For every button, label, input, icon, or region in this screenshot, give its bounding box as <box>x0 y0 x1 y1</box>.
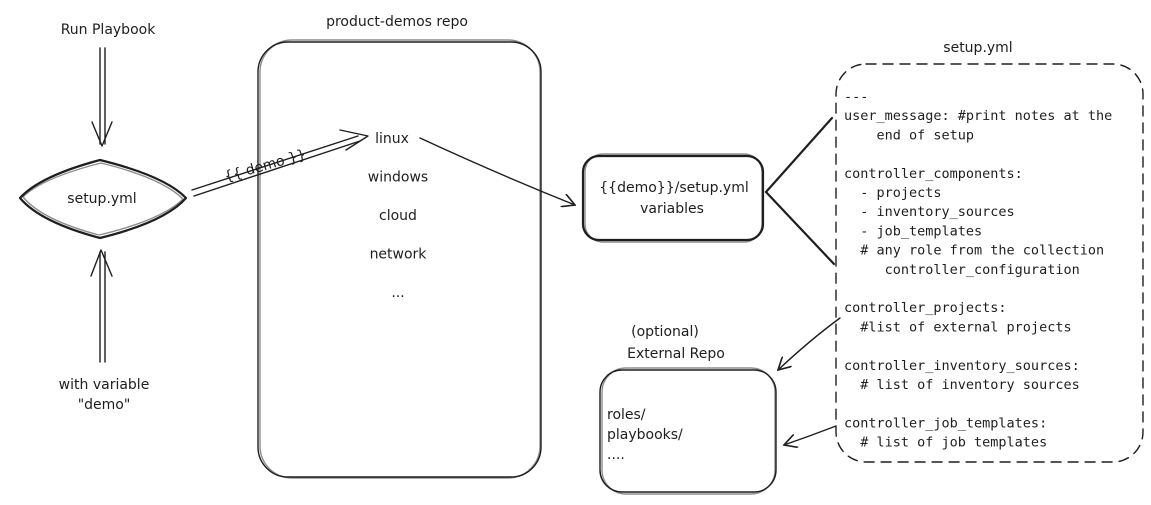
arrow-run-to-setup <box>91 47 113 147</box>
demo-variable-label: "demo" <box>78 397 131 413</box>
setup-file-line: end of setup <box>844 127 974 143</box>
repo-box <box>257 39 542 479</box>
setup-file-line: --- <box>844 89 868 105</box>
setup-file-line: controller_configuration <box>844 262 1080 278</box>
arrow-templates-to-external <box>784 425 837 445</box>
external-item-list: roles/playbooks/.... <box>607 407 683 463</box>
setup-file-line: controller_components: <box>844 166 1023 182</box>
arrow-projects-to-external <box>778 317 841 370</box>
repo-item: ... <box>391 285 404 301</box>
external-repo-label: External Repo <box>627 346 725 362</box>
setup-file-title: setup.yml <box>943 40 1012 56</box>
setup-diamond-node <box>18 158 188 240</box>
setup-file-line: #list of external projects <box>844 319 1072 335</box>
setup-node-label: setup.yml <box>67 191 136 207</box>
external-optional-label: (optional) <box>631 324 699 340</box>
arrow-linux-to-variables <box>419 137 575 205</box>
external-item: .... <box>607 447 625 463</box>
external-item: playbooks/ <box>607 427 683 443</box>
setup-file-line: # list of job templates <box>844 435 1047 451</box>
with-variable-label: with variable <box>59 377 150 393</box>
setup-file-line: controller_job_templates: <box>844 415 1047 431</box>
setup-file-line: controller_inventory_sources: <box>844 358 1080 374</box>
setup-file-line: controller_projects: <box>844 300 1007 316</box>
variables-line-2: variables <box>640 201 704 217</box>
variables-line-1: {{demo}}/setup.yml <box>599 180 748 196</box>
demo-var-label: {{ demo }} <box>223 147 308 186</box>
external-item: roles/ <box>607 407 646 423</box>
setup-file-line: - projects <box>844 185 942 201</box>
setup-file-box <box>835 63 1144 463</box>
external-repo-box <box>599 367 777 495</box>
repo-item: network <box>370 247 428 263</box>
repo-title: product-demos repo <box>326 14 468 30</box>
brace-lines <box>764 116 836 266</box>
setup-file-line: # any role from the collection <box>844 243 1104 259</box>
arrow-variable-to-setup <box>90 249 113 363</box>
arrow-setup-to-linux <box>191 129 369 197</box>
repo-item-list: linux windows cloud network... <box>368 131 428 301</box>
run-playbook-label: Run Playbook <box>61 22 157 38</box>
setup-file-line: - job_templates <box>844 223 982 239</box>
setup-file-line: - inventory_sources <box>844 204 1015 220</box>
setup-file-line: user_message: #print notes at the <box>844 108 1112 124</box>
setup-file-content: --- user_message: #print notes at the end… <box>844 89 1112 451</box>
repo-item: cloud <box>379 208 417 224</box>
repo-item: linux <box>375 131 409 147</box>
variables-box <box>581 153 765 243</box>
setup-file-line: # list of inventory sources <box>844 377 1080 393</box>
repo-item: windows <box>368 170 428 186</box>
